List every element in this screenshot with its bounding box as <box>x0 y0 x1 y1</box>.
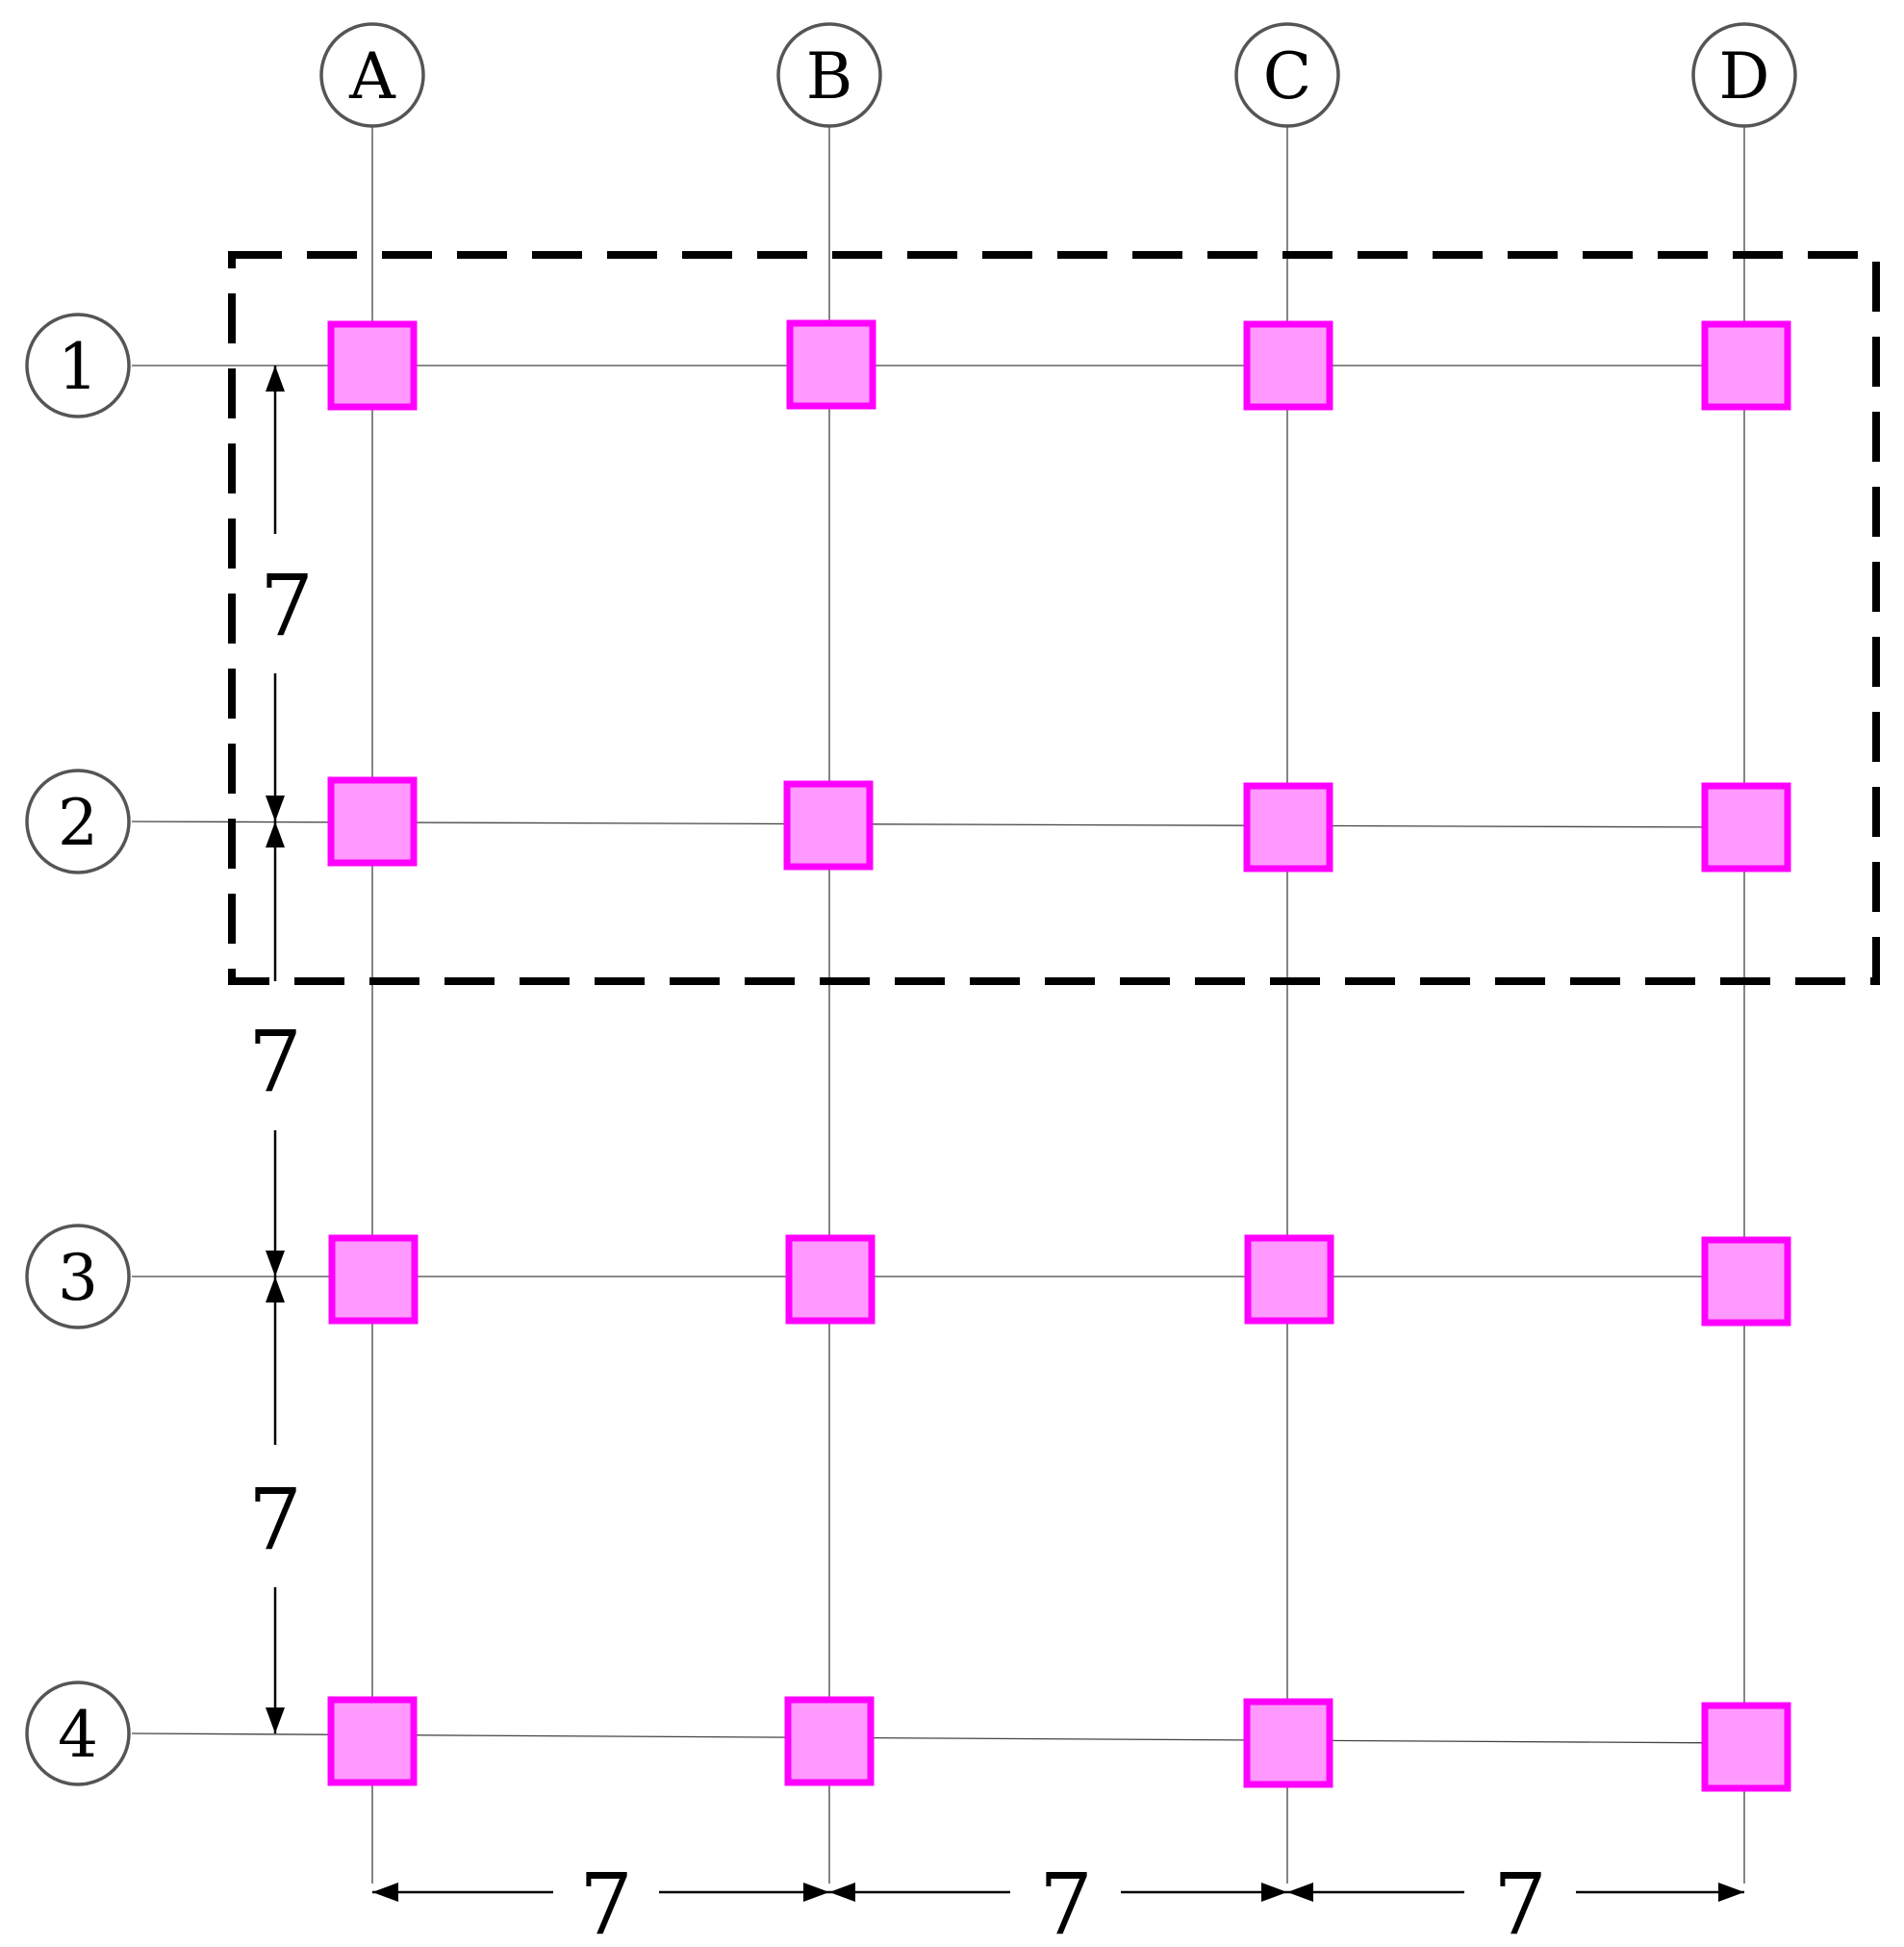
bubble-b: B <box>776 22 882 128</box>
column-a4 <box>327 1696 418 1786</box>
column-a3 <box>328 1234 419 1325</box>
row-bubbles: 1 2 3 4 <box>25 313 131 1786</box>
column-c2 <box>1243 782 1333 872</box>
vertical-dimensions: 7 7 7 <box>248 366 314 1733</box>
column-d2 <box>1701 782 1791 872</box>
column-d4 <box>1701 1702 1791 1792</box>
horizontal-grid-lines <box>131 365 1745 1744</box>
column-c3 <box>1244 1234 1334 1325</box>
dimension-label-h1: 7 <box>579 1855 633 1947</box>
bubble-label-c: C <box>1263 39 1312 114</box>
dimension-label-v2: 7 <box>248 1012 302 1111</box>
bubble-label-a: A <box>348 39 396 114</box>
bubble-4: 4 <box>25 1681 131 1786</box>
bubble-a: A <box>319 22 425 128</box>
dimension-label-v1: 7 <box>260 556 314 655</box>
column-d1 <box>1701 320 1791 411</box>
bubble-label-1: 1 <box>58 330 98 404</box>
column-bubbles: A B C D <box>319 22 1797 128</box>
column-a1 <box>327 320 418 411</box>
column-b4 <box>784 1696 875 1786</box>
dimension-label-h3: 7 <box>1493 1855 1547 1947</box>
column-b3 <box>785 1234 876 1325</box>
dimension-label-h2: 7 <box>1039 1855 1093 1947</box>
bubble-c: C <box>1234 22 1340 128</box>
vertical-grid-lines <box>371 127 1745 1884</box>
column-d3 <box>1701 1236 1791 1327</box>
columns <box>327 319 1791 1792</box>
column-b1 <box>786 319 876 410</box>
bubble-label-d: D <box>1719 39 1770 114</box>
horizontal-dimensions: 7 7 7 <box>372 1855 1744 1947</box>
dashed-region-outline <box>228 251 1880 985</box>
bubble-d: D <box>1691 22 1797 128</box>
dimension-label-v3: 7 <box>248 1470 302 1569</box>
column-b2 <box>783 780 874 871</box>
column-c1 <box>1243 320 1333 411</box>
column-a2 <box>327 776 418 867</box>
bubble-1: 1 <box>25 313 131 418</box>
bubble-2: 2 <box>25 769 131 874</box>
bubble-label-3: 3 <box>58 1241 98 1315</box>
bubble-3: 3 <box>25 1224 131 1329</box>
bubble-label-2: 2 <box>58 786 98 860</box>
bubble-label-4: 4 <box>58 1698 98 1772</box>
column-c4 <box>1243 1698 1333 1788</box>
bubble-label-b: B <box>806 39 853 114</box>
